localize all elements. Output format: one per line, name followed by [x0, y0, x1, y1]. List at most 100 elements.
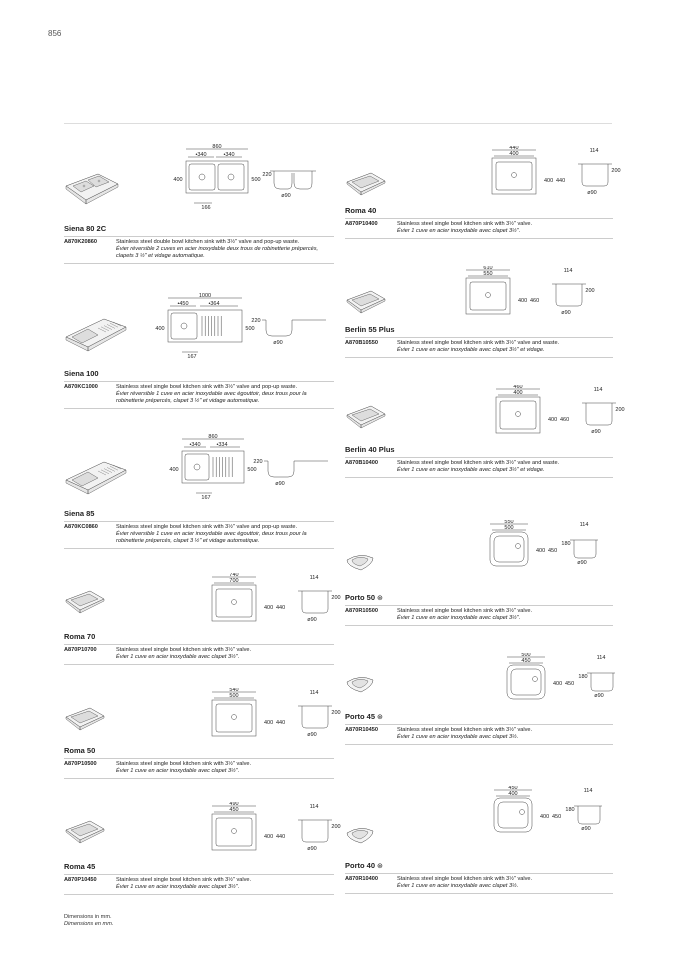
svg-text:180: 180	[565, 807, 574, 813]
product-photo	[64, 170, 120, 215]
product-photo	[64, 588, 106, 621]
svg-text:400: 400	[155, 326, 164, 332]
svg-text:ø90: ø90	[275, 481, 284, 487]
svg-text:440: 440	[276, 605, 285, 611]
svg-text:ø90: ø90	[587, 190, 596, 196]
description-en: Stainless steel single bowl kitchen sink…	[397, 221, 533, 227]
product-description: Stainless steel double bowl kitchen sink…	[116, 239, 334, 260]
product-name-text: Porto 50	[345, 593, 376, 602]
product-name: Porto 45⊛	[345, 712, 383, 721]
svg-text:400: 400	[548, 417, 557, 423]
svg-text:490: 490	[229, 802, 238, 807]
svg-text:400: 400	[540, 814, 549, 820]
product-code: A870R10500	[345, 608, 378, 614]
product-info-row: A870KC1000 Stainless steel single bowl k…	[64, 381, 334, 409]
svg-text:500: 500	[247, 467, 256, 473]
product-description: Stainless steel single bowl kitchen sink…	[397, 340, 613, 354]
svg-text:•364: •364	[208, 301, 219, 307]
product-name-text: Porto 40	[345, 861, 376, 870]
svg-text:ø90: ø90	[307, 846, 316, 852]
product-code: A870KC1000	[64, 384, 98, 390]
svg-text:400: 400	[264, 720, 273, 726]
svg-text:450: 450	[548, 548, 557, 554]
footer-fr: Dimensions en mm.	[64, 921, 114, 927]
description-fr: Évier 1 cuve en acier inoxydable avec cl…	[397, 228, 521, 234]
product-info-row: A870R10450 Stainless steel single bowl k…	[345, 724, 613, 745]
svg-text:440: 440	[509, 146, 518, 151]
description-fr: Évier 1 cuve en acier inoxydable avec cl…	[116, 884, 240, 890]
svg-text:114: 114	[580, 522, 589, 528]
product-photo	[64, 315, 128, 362]
svg-text:540: 540	[229, 688, 238, 693]
svg-text:460: 460	[560, 417, 569, 423]
svg-text:440: 440	[276, 720, 285, 726]
svg-text:•334: •334	[216, 442, 227, 448]
svg-text:400: 400	[264, 605, 273, 611]
description-en: Stainless steel single bowl kitchen sink…	[116, 524, 298, 530]
product-name-text: Siena 80 2C	[64, 224, 107, 233]
svg-text:400: 400	[508, 791, 517, 797]
product-photo	[64, 458, 128, 505]
product-code: A870R10400	[345, 876, 378, 882]
svg-text:400: 400	[518, 298, 527, 304]
svg-text:450: 450	[552, 814, 561, 820]
svg-text:450: 450	[508, 786, 517, 791]
description-fr: Évier 1 cuve en acier inoxydable avec cl…	[116, 654, 240, 660]
svg-text:114: 114	[310, 690, 319, 696]
product-name-text: Berlin 40 Plus	[345, 445, 395, 454]
svg-text:450: 450	[521, 658, 530, 664]
svg-text:400: 400	[513, 390, 522, 396]
svg-text:400: 400	[509, 151, 518, 157]
product-code: A870P10400	[345, 221, 378, 227]
description-fr: Évier réversible 1 cuve en acier inoxyda…	[116, 391, 307, 404]
product-code: A870K20860	[64, 239, 97, 245]
svg-text:ø90: ø90	[594, 693, 603, 699]
svg-text:220: 220	[253, 459, 262, 465]
description-en: Stainless steel single bowl kitchen sink…	[116, 761, 252, 767]
product-info-row: A870B10400 Stainless steel single bowl k…	[345, 457, 613, 478]
product-code: A870B10400	[345, 460, 378, 466]
product-photo	[64, 818, 106, 851]
svg-text:180: 180	[561, 541, 570, 547]
product-code: A870R10450	[345, 727, 378, 733]
description-en: Stainless steel double bowl kitchen sink…	[116, 239, 300, 245]
product-description: Stainless steel single bowl kitchen sink…	[397, 608, 613, 622]
svg-text:166: 166	[201, 205, 210, 211]
svg-text:114: 114	[564, 268, 573, 274]
product-name-text: Siena 85	[64, 509, 95, 518]
svg-text:440: 440	[556, 178, 565, 184]
svg-text:610: 610	[483, 266, 492, 271]
svg-text:ø90: ø90	[577, 560, 586, 566]
product-photo	[345, 550, 375, 577]
recycle-mark-icon: ⊛	[377, 714, 383, 721]
product-name: Porto 40⊛	[345, 861, 383, 870]
product-description: Stainless steel single bowl kitchen sink…	[397, 727, 613, 741]
product-info-row: A870P10400 Stainless steel single bowl k…	[345, 218, 613, 239]
product-name-text: Roma 40	[345, 206, 377, 215]
svg-text:200: 200	[611, 168, 620, 174]
svg-text:ø90: ø90	[307, 617, 316, 623]
product-code: A870KC0860	[64, 524, 98, 530]
svg-text:167: 167	[201, 495, 210, 501]
footer-en: Dimensions in mm.	[64, 914, 112, 920]
product-name-text: Siena 100	[64, 369, 99, 378]
svg-text:ø90: ø90	[591, 429, 600, 435]
svg-text:700: 700	[229, 578, 238, 584]
product-name: Roma 45	[64, 862, 95, 871]
recycle-mark-icon: ⊛	[377, 863, 383, 870]
svg-text:450: 450	[229, 807, 238, 813]
svg-text:1000: 1000	[199, 293, 211, 299]
svg-text:200: 200	[585, 288, 594, 294]
svg-text:500: 500	[251, 177, 260, 183]
product-name: Roma 70	[64, 632, 95, 641]
product-info-row: A870KC0860 Stainless steel single bowl k…	[64, 521, 334, 549]
description-fr: Évier 1 cuve en acier inoxydable avec cl…	[397, 734, 519, 740]
